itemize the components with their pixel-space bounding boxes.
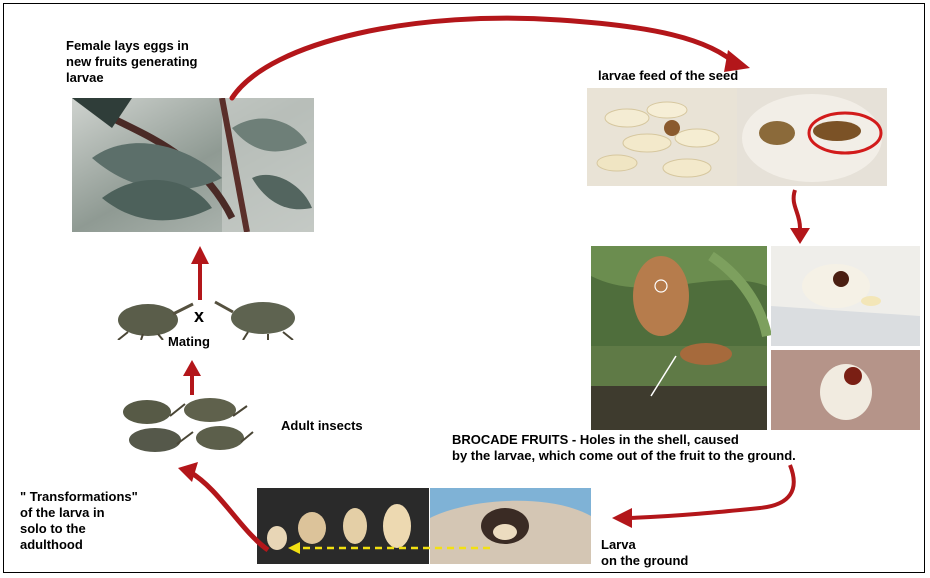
- transformations-label: " Transformations" of the larva in solo …: [20, 489, 138, 553]
- mating-label: Mating: [168, 334, 210, 350]
- larvae-feed-label: larvae feed of the seed: [598, 68, 738, 84]
- brocade-fruits-label: BROCADE FRUITS - Holes in the shell, cau…: [452, 432, 796, 464]
- female-lays-eggs-label: Female lays eggs in new fruits generatin…: [66, 38, 197, 86]
- arrow-larvae-to-brocade: [794, 190, 800, 228]
- arrow-brocade-to-ground: [630, 465, 794, 518]
- arrow-eggs-to-larvae: [232, 18, 738, 98]
- adult-insects-label: Adult insects: [281, 418, 363, 434]
- larva-ground-label: Larva on the ground: [601, 537, 688, 569]
- cross-symbol: x: [194, 308, 204, 324]
- arrow-transform-to-adults: [190, 472, 268, 550]
